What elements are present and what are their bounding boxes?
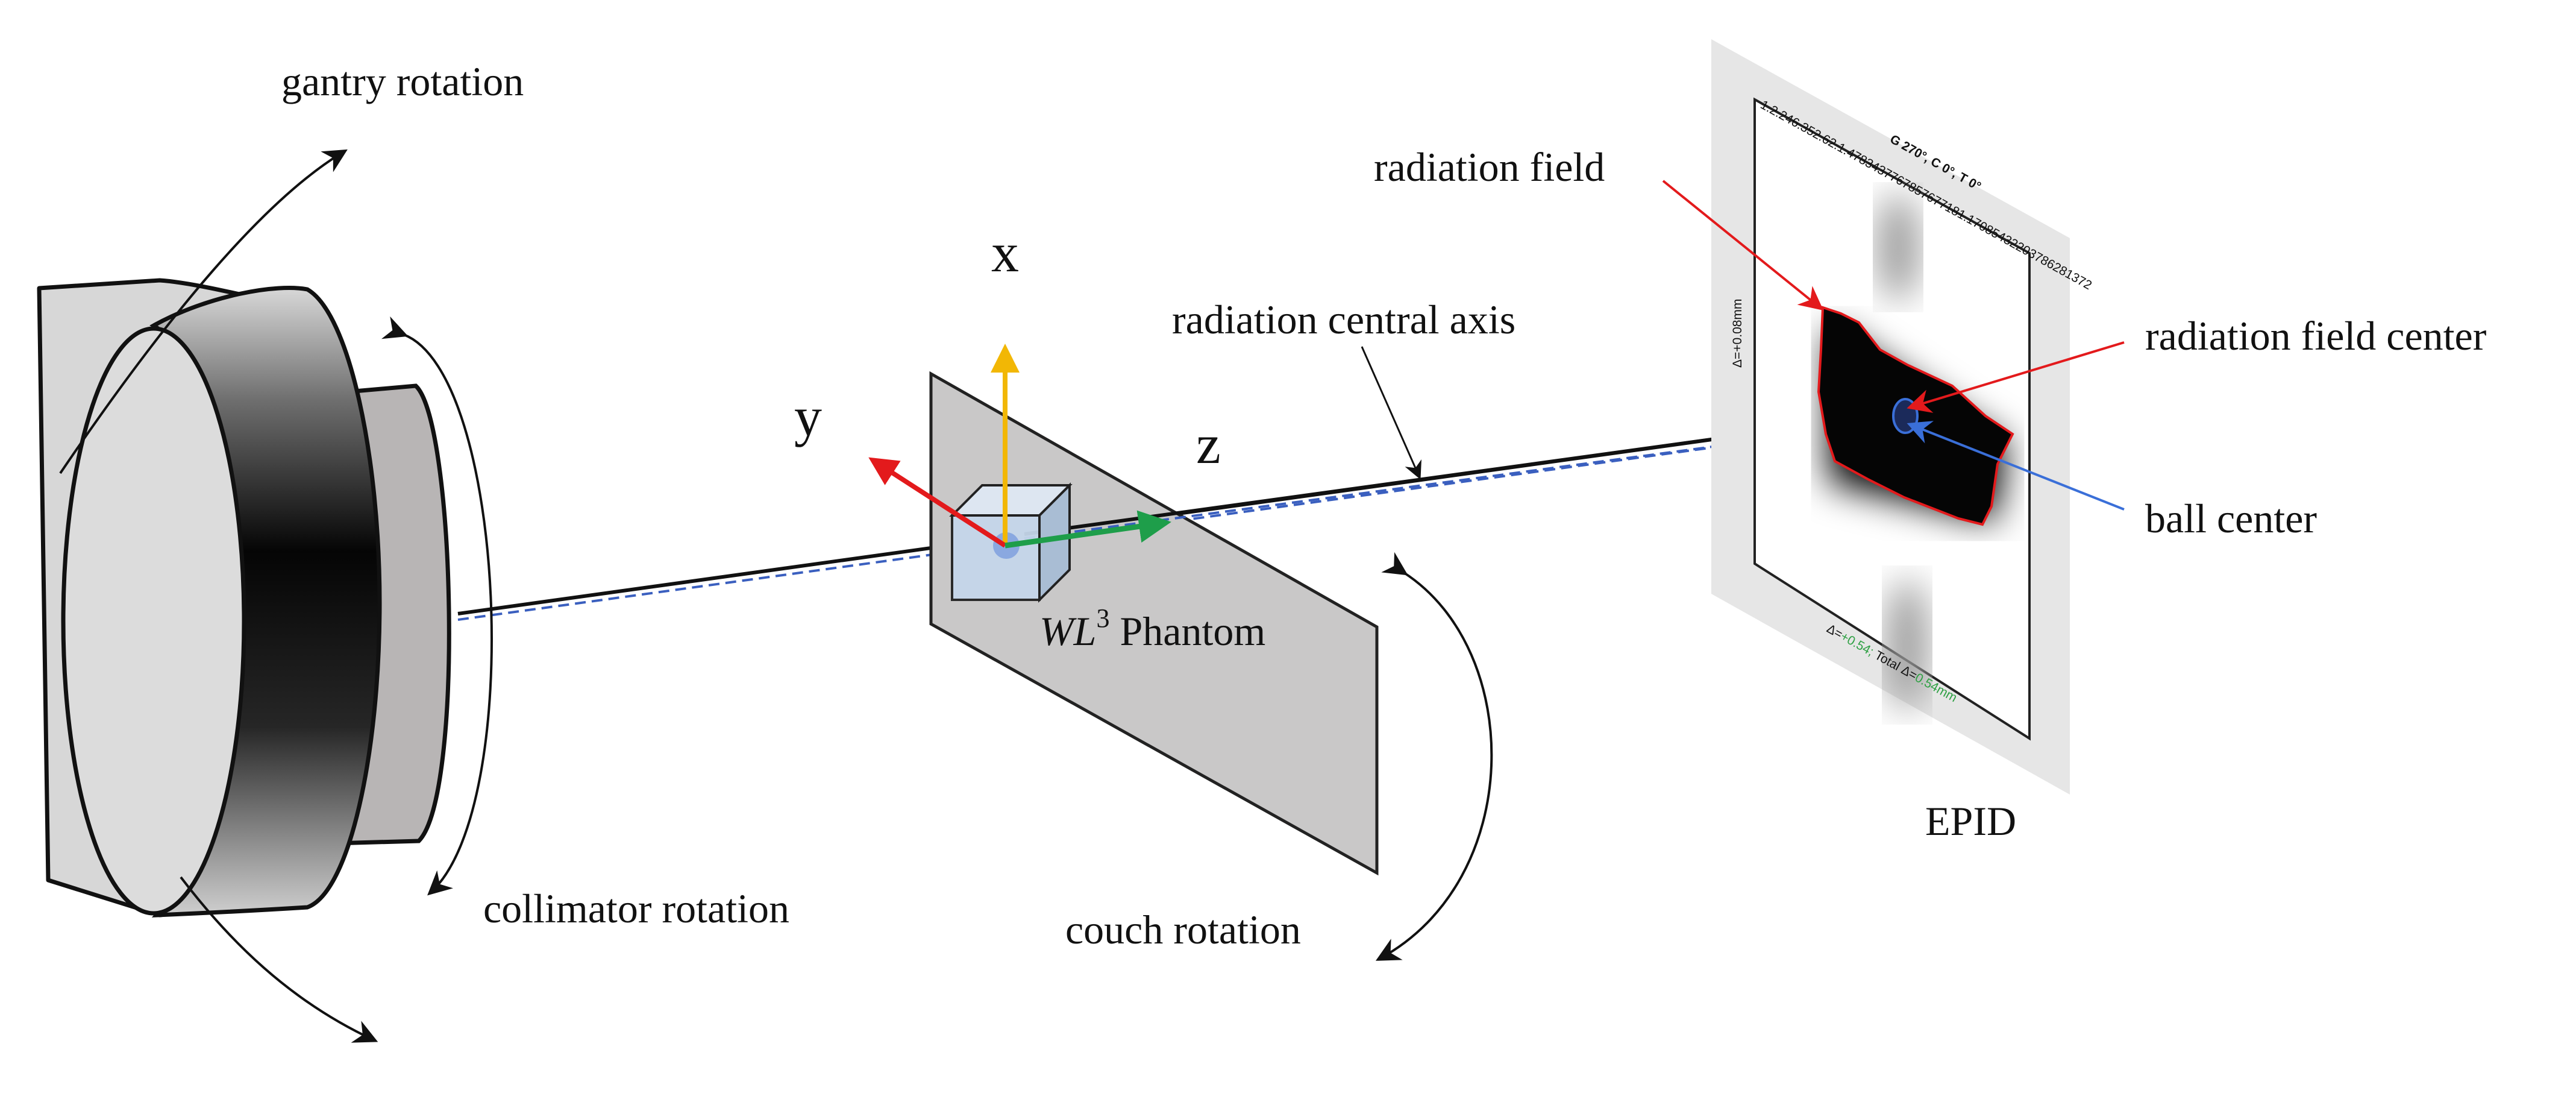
phantom-label: WL3 Phantom bbox=[1039, 603, 1265, 654]
gantry-face bbox=[61, 326, 246, 916]
x-axis-label: x bbox=[991, 222, 1019, 283]
radiation-field-center-label: radiation field center bbox=[2145, 313, 2487, 359]
couch-rotation-arrow bbox=[1375, 552, 1493, 961]
radiation-field-label: radiation field bbox=[1374, 144, 1605, 190]
collimator-rotation-label: collimator rotation bbox=[483, 886, 789, 931]
y-axis-arrow bbox=[868, 457, 1007, 548]
phantom-label-wl: WL bbox=[1039, 608, 1096, 654]
z-axis-label: z bbox=[1196, 414, 1221, 475]
coordinate-axes: x y z bbox=[794, 222, 1221, 549]
central-axis-pointer bbox=[1361, 346, 1422, 480]
y-axis-label: y bbox=[794, 386, 822, 447]
gantry-rotation-label: gantry rotation bbox=[281, 58, 524, 104]
phantom-label-superscript: 3 bbox=[1096, 603, 1109, 633]
z-axis-arrow bbox=[1004, 510, 1171, 549]
ball-center-pointer bbox=[1907, 421, 2125, 511]
gantry-rotation-arrow bbox=[59, 149, 348, 474]
epid-panel: G 270°, C 0°, T 0° 1.2.246.352.62.1.4783… bbox=[1711, 39, 2094, 795]
field-center-marker bbox=[1892, 398, 1919, 434]
epid-side-delta: Δ=+0.08mm bbox=[1731, 299, 1744, 368]
collimator-rotation-arrow bbox=[381, 316, 493, 896]
radiation-field-center-pointer bbox=[1907, 341, 2125, 413]
phantom-label-text: Phantom bbox=[1109, 608, 1265, 654]
ball-center-label: ball center bbox=[2145, 496, 2317, 541]
radiation-field-pointer bbox=[1662, 180, 1824, 311]
couch-rotation-label: couch rotation bbox=[1065, 907, 1301, 952]
gantry-head bbox=[37, 278, 451, 918]
wl3-phantom-cube bbox=[949, 482, 1073, 603]
radiation-central-axis-label: radiation central axis bbox=[1172, 297, 1515, 342]
epid-label: EPID bbox=[1925, 798, 2016, 844]
gantry-rotation-arrow-lower bbox=[180, 876, 378, 1043]
